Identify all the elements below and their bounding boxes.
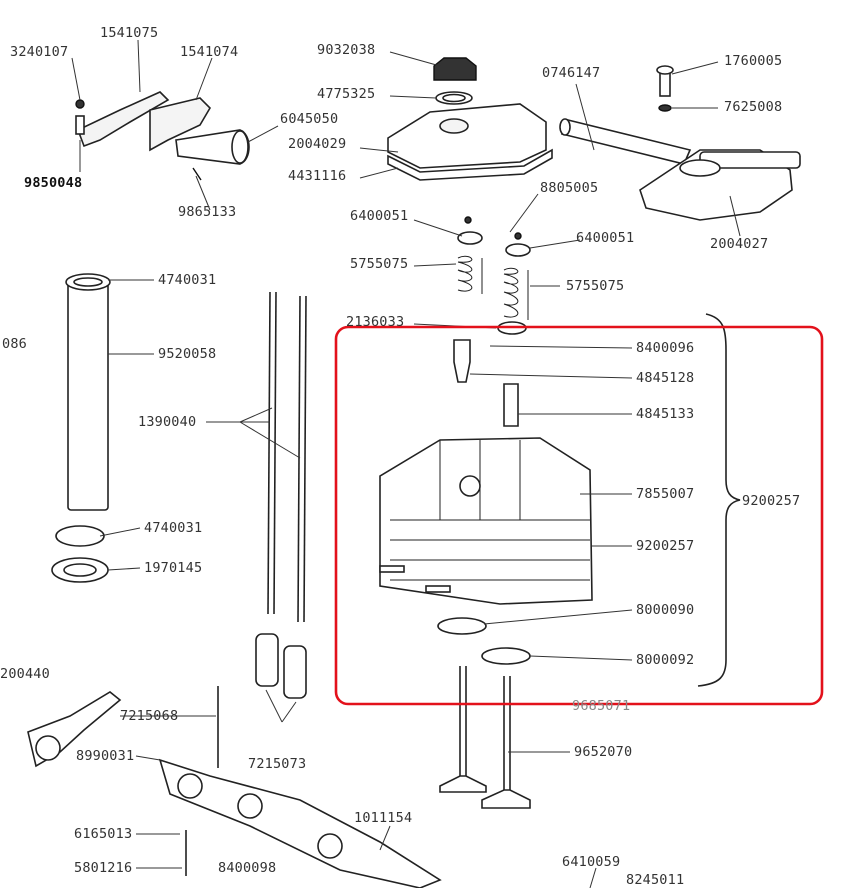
pushrods <box>255 291 307 699</box>
part-label: 8245011 <box>626 872 684 888</box>
part-label: 5801216 <box>74 860 132 876</box>
part-label: 6400051 <box>576 230 634 246</box>
part-label: 2004027 <box>710 236 768 252</box>
part-label: 0746147 <box>542 65 600 81</box>
camshaft-assembly <box>27 686 442 888</box>
part-label: 200440 <box>0 666 50 682</box>
assembly-bracket <box>697 313 741 687</box>
rocker-arm-assembly <box>75 91 250 181</box>
part-label: 7855007 <box>636 486 694 502</box>
part-label: 4845133 <box>636 406 694 422</box>
part-label: 9652070 <box>574 744 632 760</box>
part-label: 6410059 <box>562 854 620 870</box>
part-label: 5755075 <box>566 278 624 294</box>
valve-spring-assembly <box>457 216 531 335</box>
part-label: 4740031 <box>144 520 202 536</box>
part-label: 2004029 <box>288 136 346 152</box>
part-label: 9850048 <box>24 175 82 191</box>
part-label: 4845128 <box>636 370 694 386</box>
part-label: 1760005 <box>724 53 782 69</box>
part-label: 1011154 <box>354 810 412 826</box>
part-label: 7625008 <box>724 99 782 115</box>
part-label: 8000092 <box>636 652 694 668</box>
part-label: 086 <box>2 336 27 352</box>
part-label: 1541074 <box>180 44 238 60</box>
part-label: 2136033 <box>346 314 404 330</box>
part-label: 8990031 <box>76 748 134 764</box>
part-label: 8400098 <box>218 860 276 876</box>
part-label: 1390040 <box>138 414 196 430</box>
leader-lines <box>71 39 741 888</box>
cylinder-head <box>379 339 593 665</box>
part-label: 4775325 <box>317 86 375 102</box>
part-label: 5755075 <box>350 256 408 272</box>
tube-cover-assembly <box>559 65 801 221</box>
part-label: 6400051 <box>350 208 408 224</box>
valve-cover-assembly <box>387 57 553 181</box>
part-label: 8000090 <box>636 602 694 618</box>
part-label: 6045050 <box>280 111 338 127</box>
part-label: 9200257 <box>742 493 800 509</box>
part-label: 6165013 <box>74 826 132 842</box>
part-label: 4431116 <box>288 168 346 184</box>
part-label: 9685071 <box>572 698 630 714</box>
part-label: 8400096 <box>636 340 694 356</box>
part-label: 1970145 <box>144 560 202 576</box>
valves <box>439 666 531 809</box>
part-label: 8805005 <box>540 180 598 196</box>
pushrod-tube-assembly <box>51 273 111 583</box>
part-label: 7215068 <box>120 708 178 724</box>
part-label: 4740031 <box>158 272 216 288</box>
part-label: 7215073 <box>248 756 306 772</box>
part-label: 9520058 <box>158 346 216 362</box>
part-label: 9865133 <box>178 204 236 220</box>
part-label: 9200257 <box>636 538 694 554</box>
part-number-labels: 3240107 1541075 1541074 6045050 9850048 … <box>0 25 800 888</box>
part-label: 3240107 <box>10 44 68 60</box>
part-label: 9032038 <box>317 42 375 58</box>
highlight-box <box>334 325 824 706</box>
part-label: 1541075 <box>100 25 158 41</box>
